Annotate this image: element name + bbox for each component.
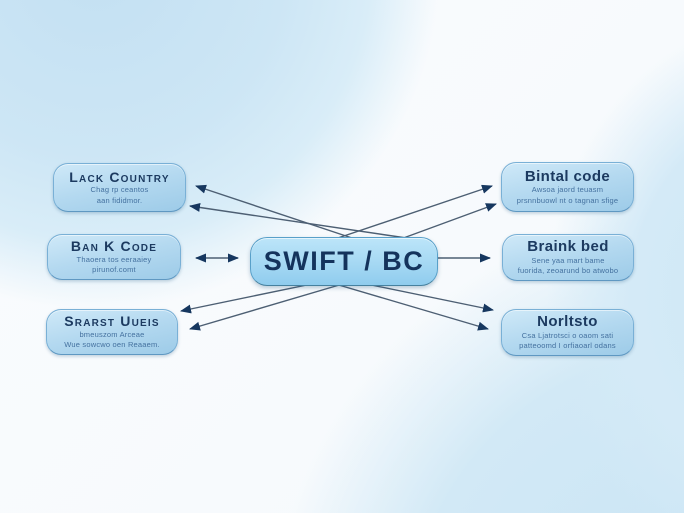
arrow-center-to-top-right-1: [331, 184, 493, 241]
node-title: Srarst Uueis: [64, 313, 160, 330]
node-subtitle-line: pirunof.comt: [92, 265, 136, 275]
node-title: Ban K Code: [70, 238, 158, 255]
node-subtitle-line: Csa Ljatrotsci o oaom sati: [521, 330, 614, 340]
node-top-right: Bintal code Awsoa jaord teuasm prsnnbuow…: [501, 162, 634, 212]
node-title: Bintal code: [524, 167, 611, 185]
node-subtitle-line: patteoomd I orfiaoarl odans: [519, 341, 616, 351]
node-subtitle-line: Chag rp ceantos: [90, 185, 149, 195]
node-subtitle-line: Wue sowcwo oen Reaaem.: [64, 340, 160, 350]
arrow-center-to-bottom-left-2: [189, 282, 347, 331]
arrow-center-to-top-left-2: [189, 203, 421, 241]
arrow-center-to-bottom-left-1: [180, 280, 327, 314]
arrow-center-to-top-right-2: [397, 203, 497, 241]
center-node-label: SWIFT / BC: [263, 246, 425, 276]
node-subtitle-line: Sene yaa mart bame: [531, 255, 605, 265]
node-title: Norltsto: [537, 313, 598, 331]
node-title: Braink bed: [527, 238, 609, 256]
node-subtitle-line: fuorida, zeoarund bo atwobo: [517, 266, 619, 276]
arrow-center-to-top-left-1: [195, 184, 359, 241]
node-mid-left: Ban K Code Thaoera tos eeraaiey pirunof.…: [47, 234, 181, 280]
node-top-left: Lack Country Chag rp ceantos aan fididmo…: [53, 163, 186, 212]
node-subtitle-line: Thaoera tos eeraaiey: [76, 254, 152, 264]
node-mid-right: Braink bed Sene yaa mart bame fuorida, z…: [502, 234, 634, 281]
center-node-swift-bic: SWIFT / BC: [250, 237, 438, 286]
node-bottom-left: Srarst Uueis bmeuszom Arceae Wue sowcwo …: [46, 309, 178, 355]
node-subtitle-line: aan fididmor.: [96, 195, 143, 205]
node-title: Lack Country: [69, 168, 170, 185]
arrow-center-to-bottom-right-2: [331, 282, 489, 331]
node-subtitle-line: prsnnbuowl nt o tagnan sfige: [516, 195, 619, 205]
node-subtitle-line: Awsoa jaord teuasm: [531, 185, 604, 195]
node-bottom-right: Norltsto Csa Ljatrotsci o oaom sati patt…: [501, 309, 634, 356]
node-subtitle-line: bmeuszom Arceae: [79, 329, 145, 339]
